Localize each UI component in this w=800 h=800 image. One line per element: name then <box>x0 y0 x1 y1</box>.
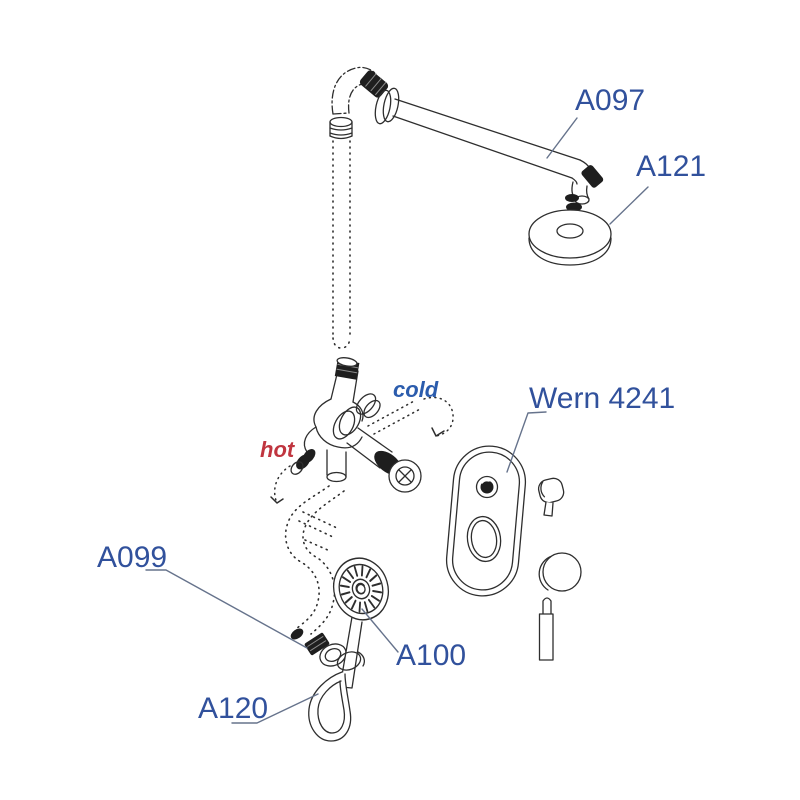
escutcheon-plate-drawing <box>445 445 527 597</box>
label-a100: A100 <box>396 639 467 672</box>
shower-holder-drawing <box>308 651 365 742</box>
label-a121: A121 <box>636 150 707 183</box>
label-a120: A120 <box>198 692 269 725</box>
riser-pipe-drawing <box>329 116 353 349</box>
leader-a100 <box>361 608 399 653</box>
label-a097: A097 <box>575 84 646 117</box>
label-cold: cold <box>393 377 439 402</box>
hand-shower-drawing <box>333 557 389 689</box>
mixer-valve-drawing <box>290 357 422 493</box>
wall-outlet-drawing <box>290 628 347 667</box>
leader-wern <box>506 411 547 473</box>
label-a099: A099 <box>97 541 168 574</box>
supply-elbow-drawing <box>331 66 389 115</box>
concealed-pipe-drawing <box>284 485 345 635</box>
leader-a097 <box>546 117 578 159</box>
label-wern-4241: Wern 4241 <box>529 382 676 415</box>
shower-arm-drawing <box>374 87 604 205</box>
hot-flow-arrow <box>270 465 291 504</box>
control-knob-drawing <box>538 552 582 592</box>
diverter-knob-drawing <box>537 477 565 517</box>
leader-a121 <box>609 186 649 225</box>
leader-a120 <box>231 693 319 724</box>
label-hot: hot <box>260 437 295 462</box>
leader-a099 <box>145 569 308 649</box>
rain-shower-head-drawing <box>528 194 612 266</box>
cold-flow-arrow <box>367 396 454 437</box>
leader-lines <box>145 117 649 724</box>
lever-handle-drawing <box>538 597 554 661</box>
